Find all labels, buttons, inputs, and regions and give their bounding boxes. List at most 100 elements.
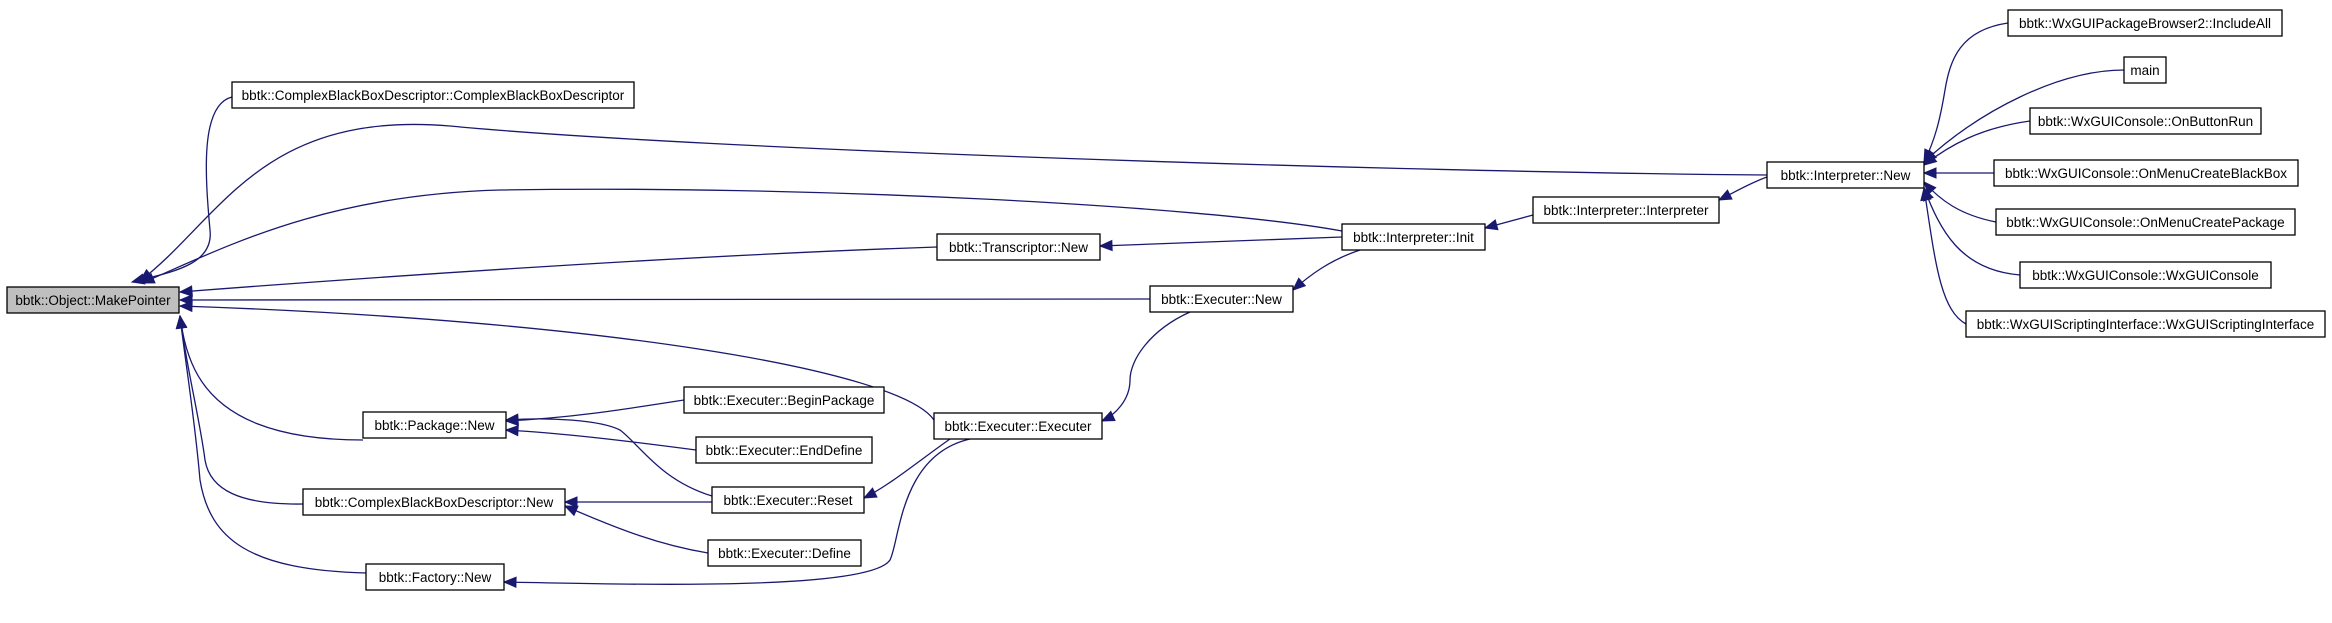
arrowhead: [862, 487, 878, 499]
edge-executer_new-to-make_pointer: [178, 294, 1151, 306]
node-onmenucreatepackage[interactable]: bbtk::WxGUIConsole::OnMenuCreatePackage: [1995, 208, 2296, 236]
node-box[interactable]: [711, 486, 865, 514]
node-interpreter-interpreter[interactable]: bbtk::Interpreter::Interpreter: [1532, 196, 1720, 224]
node-box[interactable]: [2007, 9, 2283, 37]
arrowhead: [504, 424, 519, 437]
node-label: bbtk::WxGUIConsole::WxGUIConsole: [2032, 268, 2259, 283]
node-executer-enddefine[interactable]: bbtk::Executer::EndDefine: [695, 436, 873, 464]
node-executer-reset[interactable]: bbtk::Executer::Reset: [711, 486, 865, 514]
edge-executer_executer-to-make_pointer: [178, 300, 935, 421]
edge-wxguiscripting-to-interpreter_new: [1920, 186, 1967, 325]
edge-line: [131, 96, 233, 283]
node-includeall[interactable]: bbtk::WxGUIPackageBrowser2::IncludeAll: [2007, 9, 2283, 37]
edge-interpreter_init-to-executer_new: [1292, 249, 1361, 291]
edge-executer_new-to-executer_executer: [1100, 311, 1191, 422]
edge-line: [1923, 187, 1967, 325]
node-label: bbtk::Interpreter::New: [1781, 168, 1911, 183]
arrowhead: [563, 496, 578, 508]
edge-executer_executer-to-executer_reset: [862, 438, 951, 499]
node-interpreter-new[interactable]: bbtk::Interpreter::New: [1766, 161, 1925, 189]
arrowhead: [1923, 181, 1937, 196]
edges-layer: [130, 22, 2125, 589]
node-factory-new[interactable]: bbtk::Factory::New: [365, 563, 505, 591]
node-box[interactable]: [695, 436, 873, 464]
node-box[interactable]: [2029, 107, 2262, 135]
node-label: bbtk::Factory::New: [379, 570, 492, 585]
node-box[interactable]: [1995, 208, 2296, 236]
node-label: bbtk::Package::New: [374, 418, 494, 433]
node-label: bbtk::Interpreter::Interpreter: [1543, 203, 1709, 218]
node-transcriptor-new[interactable]: bbtk::Transcriptor::New: [936, 233, 1101, 261]
node-cbbd-ctor[interactable]: bbtk::ComplexBlackBoxDescriptor::Complex…: [231, 81, 635, 109]
node-onmenucreateblackbox[interactable]: bbtk::WxGUIConsole::OnMenuCreateBlackBox: [1993, 159, 2299, 187]
arrowhead: [1922, 167, 1937, 179]
arrowhead: [178, 300, 193, 313]
arrowhead: [140, 272, 156, 284]
node-main[interactable]: main: [2123, 56, 2167, 84]
node-executer-executer[interactable]: bbtk::Executer::Executer: [933, 412, 1103, 440]
node-wxguiscripting[interactable]: bbtk::WxGUIScriptingInterface::WxGUIScri…: [1965, 310, 2326, 338]
edge-includeall-to-interpreter_new: [1923, 22, 2009, 164]
edge-line: [1923, 22, 2009, 163]
edge-executer_reset-to-cbbd_new: [563, 496, 712, 508]
node-box[interactable]: [1965, 310, 2326, 338]
edge-line: [1923, 69, 2125, 163]
node-label: bbtk::ComplexBlackBoxDescriptor::Complex…: [242, 88, 625, 103]
node-box[interactable]: [1993, 159, 2299, 187]
arrowhead: [1922, 152, 1938, 166]
node-label: bbtk::Object::MakePointer: [15, 293, 171, 308]
edge-line: [503, 438, 971, 585]
node-make-pointer[interactable]: bbtk::Object::MakePointer: [6, 286, 180, 314]
node-label: bbtk::WxGUIPackageBrowser2::IncludeAll: [2019, 16, 2271, 31]
node-package-new[interactable]: bbtk::Package::New: [362, 411, 507, 439]
edge-line: [179, 315, 304, 505]
edge-executer_executer-to-factory_new: [502, 438, 971, 589]
node-label: bbtk::Executer::Executer: [944, 419, 1092, 434]
edge-interpreter_init-to-make_pointer: [140, 188, 1343, 284]
node-box[interactable]: [1149, 285, 1294, 313]
edge-onbuttonrun-to-interpreter_new: [1922, 120, 2031, 166]
node-box[interactable]: [302, 488, 566, 516]
node-box[interactable]: [2019, 261, 2272, 289]
node-box[interactable]: [1341, 223, 1486, 251]
node-box[interactable]: [6, 286, 180, 314]
edge-line: [1923, 120, 2031, 166]
edge-factory_new-to-make_pointer: [175, 314, 367, 574]
edge-executer_define-to-cbbd_new: [563, 505, 709, 554]
arrowhead: [178, 285, 193, 297]
edge-interpreter_new-to-interpreter_interpreter: [1717, 176, 1768, 201]
edge-line: [141, 188, 1343, 284]
edge-executer_reset-to-package_new: [504, 413, 713, 497]
edge-transcriptor_new-to-make_pointer: [178, 246, 938, 297]
edge-line: [505, 429, 697, 451]
arrowhead: [502, 576, 517, 589]
node-box[interactable]: [1532, 196, 1720, 224]
node-executer-define[interactable]: bbtk::Executer::Define: [707, 539, 862, 567]
node-box[interactable]: [707, 539, 862, 567]
edge-line: [179, 315, 364, 441]
node-onbuttonrun[interactable]: bbtk::WxGUIConsole::OnButtonRun: [2029, 107, 2262, 135]
edge-line: [179, 298, 1151, 301]
node-box[interactable]: [231, 81, 635, 109]
edge-interpreter_interpreter-to-interpreter_init: [1483, 214, 1534, 231]
edge-cbbd_new-to-make_pointer: [175, 314, 304, 505]
node-interpreter-init[interactable]: bbtk::Interpreter::Init: [1341, 223, 1486, 251]
node-box[interactable]: [683, 386, 885, 414]
node-executer-beginpackage[interactable]: bbtk::Executer::BeginPackage: [683, 386, 885, 414]
node-cbbd-new[interactable]: bbtk::ComplexBlackBoxDescriptor::New: [302, 488, 566, 516]
node-box[interactable]: [933, 412, 1103, 440]
arrowhead: [175, 314, 188, 330]
node-box[interactable]: [2123, 56, 2167, 84]
nodes-layer: bbtk::Object::MakePointerbbtk::ComplexBl…: [6, 9, 2326, 591]
node-executer-new[interactable]: bbtk::Executer::New: [1149, 285, 1294, 313]
edge-line: [139, 123, 1768, 282]
edge-line: [179, 315, 367, 574]
node-label: bbtk::Executer::Define: [718, 546, 851, 561]
node-label: bbtk::Executer::BeginPackage: [694, 393, 875, 408]
node-box[interactable]: [365, 563, 505, 591]
node-box[interactable]: [362, 411, 507, 439]
node-box[interactable]: [1766, 161, 1925, 189]
node-wxguiconsole[interactable]: bbtk::WxGUIConsole::WxGUIConsole: [2019, 261, 2272, 289]
node-box[interactable]: [936, 233, 1101, 261]
